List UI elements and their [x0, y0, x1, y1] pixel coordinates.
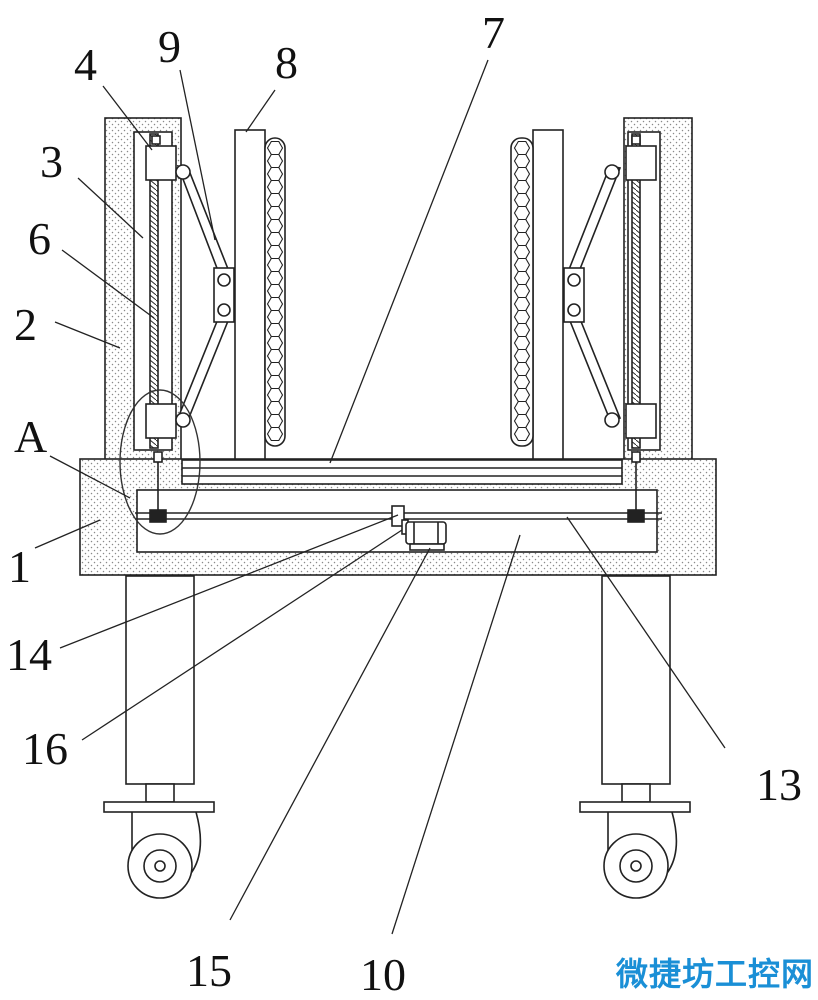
left-leg	[103, 575, 215, 899]
roller-hex	[513, 387, 531, 403]
roller-hex	[513, 296, 531, 312]
roller-hex	[513, 257, 531, 273]
roller-hex	[266, 296, 284, 312]
roller-hex	[513, 231, 531, 247]
roller-hex	[513, 179, 531, 195]
roller-hex	[266, 179, 284, 195]
roller-hex	[266, 413, 284, 429]
roller-hex	[513, 283, 531, 299]
roller-hex	[266, 387, 284, 403]
label-6: 6	[28, 213, 51, 264]
roller-hex	[266, 140, 284, 156]
roller-hex	[266, 426, 284, 442]
roller-hex	[266, 153, 284, 169]
roller-hex	[513, 413, 531, 429]
label-16: 16	[22, 723, 68, 774]
roller-hex	[513, 153, 531, 169]
roller-hex	[266, 322, 284, 338]
right-linkage	[563, 164, 622, 428]
roller-hex	[513, 270, 531, 286]
label-15: 15	[186, 945, 232, 996]
label-2: 2	[14, 299, 37, 350]
roller-hex	[513, 192, 531, 208]
right-side-column	[623, 117, 693, 462]
roller-hex	[266, 218, 284, 234]
roller-hex	[513, 335, 531, 351]
right-clamp-plate	[510, 129, 565, 483]
roller-hex	[513, 374, 531, 390]
left-side-column	[104, 117, 182, 462]
label-10: 10	[360, 949, 406, 1000]
roller-hex	[266, 231, 284, 247]
roller-hex	[266, 283, 284, 299]
roller-hex	[266, 400, 284, 416]
detail-callout-a	[119, 389, 201, 535]
roller-hex	[513, 166, 531, 182]
roller-hex	[266, 166, 284, 182]
roller-hex	[513, 400, 531, 416]
label-3: 3	[40, 136, 63, 187]
left-linkage	[175, 164, 235, 428]
left-clamp-plate	[233, 129, 286, 483]
roller-hex	[266, 205, 284, 221]
roller-hex	[513, 205, 531, 221]
roller-hex	[266, 244, 284, 260]
roller-hex	[266, 192, 284, 208]
label-4: 4	[74, 39, 97, 90]
label-7: 7	[482, 7, 505, 58]
roller-hex	[513, 140, 531, 156]
roller-hex	[513, 322, 531, 338]
roller-hex	[513, 218, 531, 234]
roller-hex	[266, 361, 284, 377]
drive-assembly	[135, 451, 662, 551]
leader-lines	[34, 59, 726, 935]
label-a: A	[14, 411, 47, 462]
roller-hex	[513, 426, 531, 442]
roller-hex	[266, 257, 284, 273]
right-leg	[579, 575, 691, 899]
watermark-text: 微捷坊工控网	[615, 955, 814, 993]
roller-hex	[266, 309, 284, 325]
roller-hex	[513, 361, 531, 377]
label-14: 14	[6, 629, 52, 680]
roller-hex	[266, 374, 284, 390]
roller-hex	[266, 270, 284, 286]
roller-hex	[513, 309, 531, 325]
label-1: 1	[8, 541, 31, 592]
label-9: 9	[158, 21, 181, 72]
roller-hex	[513, 244, 531, 260]
label-13: 13	[756, 759, 802, 810]
roller-hex	[266, 335, 284, 351]
roller-hex	[513, 348, 531, 364]
label-8: 8	[275, 37, 298, 88]
roller-hex	[266, 348, 284, 364]
